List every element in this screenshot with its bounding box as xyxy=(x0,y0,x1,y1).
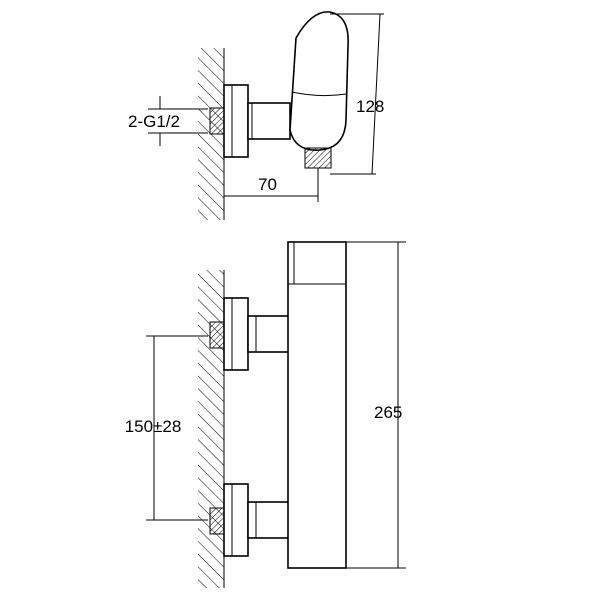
total-height-label: 265 xyxy=(374,403,402,422)
thread-connector-upper xyxy=(209,321,225,349)
top-side-view: 2-G1/2 128 70 xyxy=(128,11,384,220)
mixer-body xyxy=(287,241,347,569)
front-view: 150±28 265 xyxy=(125,241,406,588)
handle-seam-line xyxy=(291,91,347,97)
thread-connector-lower xyxy=(209,507,225,535)
height-dim-line xyxy=(371,13,381,175)
wall-flange-top xyxy=(223,84,249,158)
wall-flange-lower xyxy=(223,483,249,557)
connecting-pipe-upper xyxy=(247,315,291,353)
wall-flange-upper xyxy=(223,297,249,371)
connecting-pipe-lower xyxy=(247,501,291,539)
handle-body-top xyxy=(289,11,349,151)
projection-70-label: 70 xyxy=(258,175,277,194)
thread-connector-top xyxy=(209,107,225,135)
wall-hatching-front xyxy=(198,270,224,588)
outlet-thread-top xyxy=(304,147,332,169)
thread-size-label: 2-G1/2 xyxy=(128,112,180,131)
connecting-pipe-top xyxy=(247,102,291,140)
centres-label: 150±28 xyxy=(125,417,182,436)
height-128-label: 128 xyxy=(356,97,384,116)
